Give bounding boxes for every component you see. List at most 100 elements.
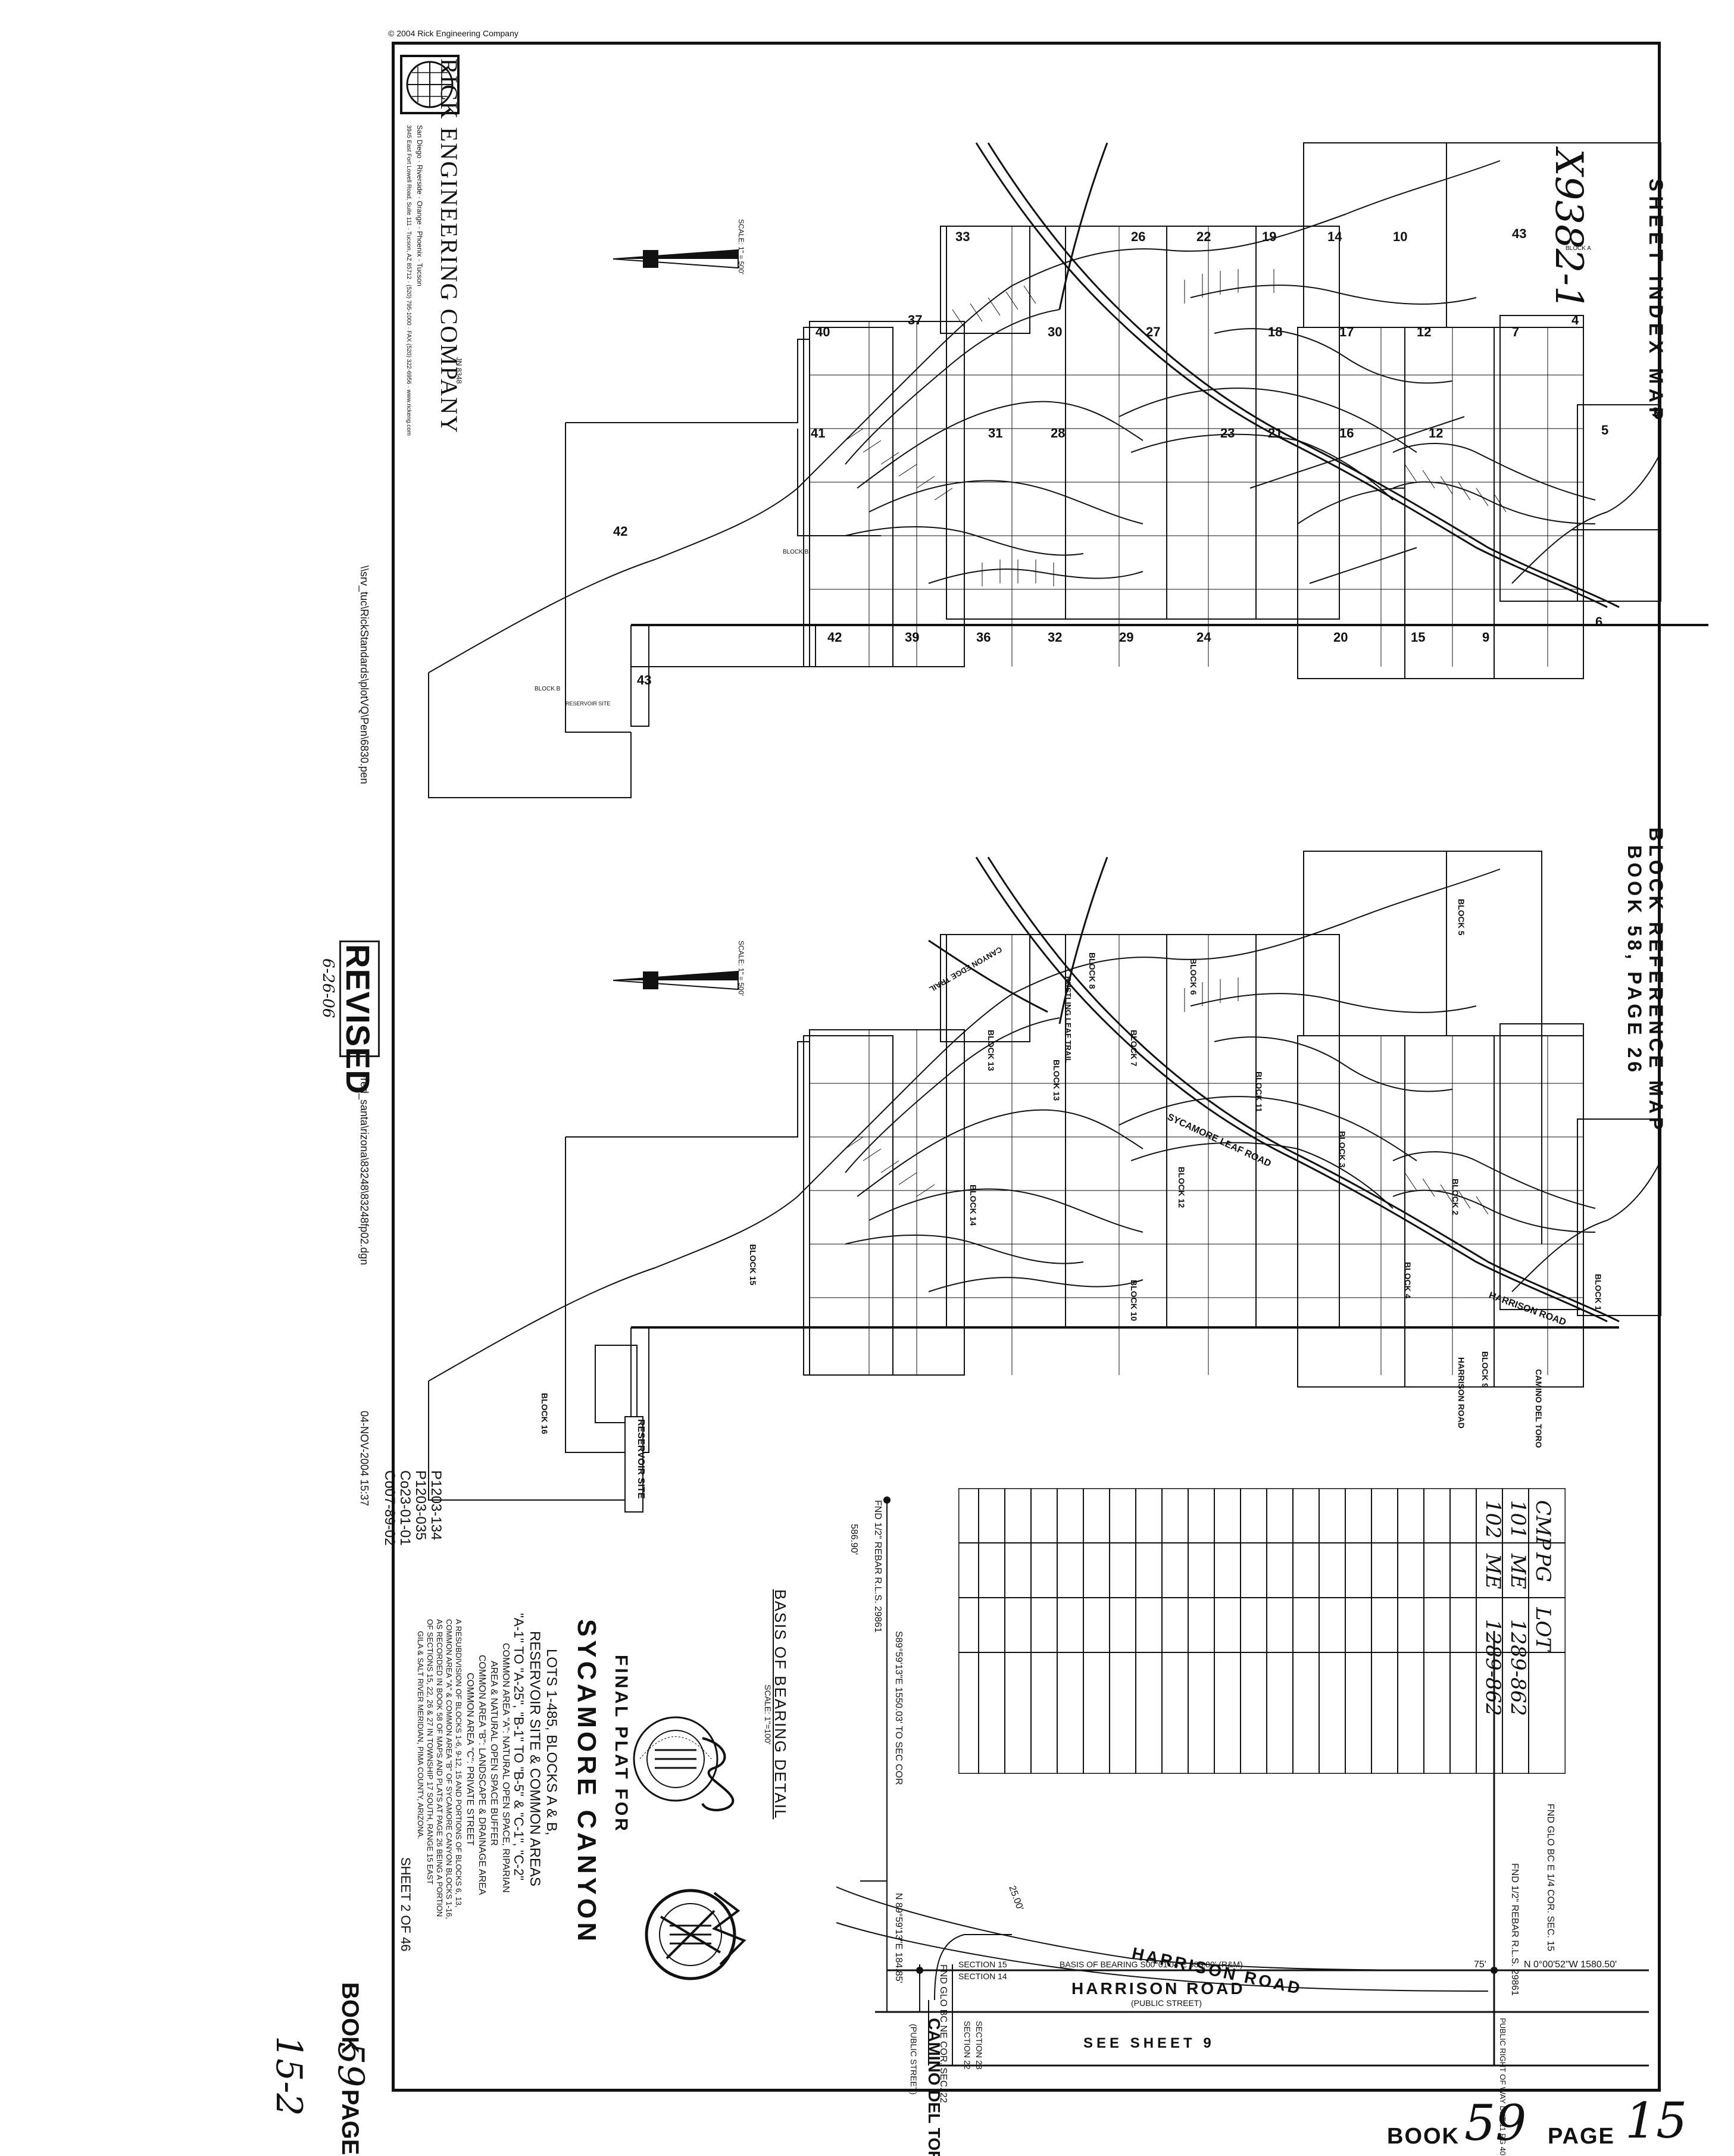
block-b-label: BLOCK B [783, 549, 809, 555]
block-label: BLOCK 16 [540, 1393, 549, 1434]
block-label: BLOCK 13 [1052, 1060, 1061, 1101]
plat-desc: A RESUBDIVISION OF BLOCKS 1-6, 9-12, 15 … [454, 1619, 463, 1908]
sheet-number-label: 32 [1048, 630, 1062, 645]
case-number: Co23-01-01 [397, 1470, 413, 1546]
block-label: BLOCK 2 [1451, 1179, 1460, 1216]
sheet-number-label: 42 [613, 524, 627, 539]
fnd-glo-2: FND GLO BC E 1/4 COR. SEC. 15 [1545, 1804, 1555, 1951]
sheet-number-label: 10 [1393, 229, 1407, 244]
plat-desc: GILA & SALT RIVER MERIDIAN, PIMA COUNTY,… [416, 1631, 425, 1839]
signature-icon [702, 1887, 756, 1970]
sheet-number-label: 33 [955, 229, 970, 244]
sheet-number-label: 6 [1595, 614, 1602, 629]
block-label: BLOCK 8 [1088, 952, 1097, 989]
sheet-number-label: 3 [1652, 405, 1659, 420]
see-sheet: SEE SHEET 9 [1083, 2035, 1215, 2051]
basis-line-label: BASIS OF BEARING S00°01'04"E 983.80' (R&… [1060, 1960, 1243, 1969]
plat-title-line4: RESERVOIR SITE & COMMON AREAS [527, 1631, 543, 1886]
dist-1: 586.90' [849, 1524, 859, 1555]
sheet-number-label: 37 [908, 313, 922, 327]
block-label: BLOCK 4 [1403, 1262, 1413, 1299]
sheet-number-label: 43 [1512, 226, 1526, 241]
sheet-number-label: 7 [1512, 324, 1519, 339]
block-label: BLOCK 6 [1189, 958, 1198, 995]
case-number: Co07-89-02 [382, 1470, 398, 1546]
harrison-road-lower: HARRISON ROAD [1071, 1979, 1245, 1998]
sheet-number-label: 30 [1048, 324, 1062, 339]
bearing-2: N 89°59'13"E 184.85' [893, 1893, 904, 1983]
sheet-number-label: 19 [1262, 229, 1276, 244]
section-14: SECTION 14 [958, 1971, 1007, 1981]
block-label: BLOCK 10 [1129, 1280, 1139, 1321]
sheet-number-label: 43 [637, 673, 651, 688]
fnd-rebar-2: FND 1/2" REBAR R.L.S. 29861 [1510, 1863, 1520, 1996]
block-label: BLOCK 9 [1480, 1351, 1490, 1388]
firm-logo-icon [400, 55, 460, 114]
sheet-number-label: 16 [1339, 426, 1354, 440]
sheet-number-label: 36 [976, 630, 991, 645]
surveyor-seal-icon [643, 1887, 738, 1982]
fnd-glo-1: FND GLO BC NE COR. SEC. 22 [938, 1964, 948, 2103]
sheet-number-label: 29 [1119, 630, 1133, 645]
page-label-rotated: PAGE [337, 2089, 363, 2155]
block-label: BLOCK 14 [968, 1185, 978, 1226]
sheet-number-label: 12 [1417, 324, 1431, 339]
bottom-reservoir-label: RESERVOIR SITE [636, 1419, 646, 1499]
sheet-number-label: 17 [1339, 324, 1354, 339]
north-arrow-icon [607, 960, 744, 1001]
plat-desc: AREA & NATURAL OPEN SPACE BUFFER [489, 1661, 499, 1846]
north-arrow-icon [607, 238, 744, 280]
block-b-label-2: BLOCK B [535, 686, 561, 692]
case-number: P1203-134 [428, 1470, 444, 1541]
sheet-number-label: 40 [816, 324, 830, 339]
plat-desc: OF SECTIONS 15, 22, 26 & 27 IN TOWNSHIP … [426, 1619, 435, 1885]
sheet-number-label: 39 [905, 630, 919, 645]
plat-desc: AS RECORDED IN BOOK 58 OF MAPS AND PLATS… [435, 1619, 444, 1917]
sheet-number-label: 27 [1146, 324, 1160, 339]
sheet-number: SHEET 2 OF 46 [398, 1857, 413, 1952]
plat-desc: COMMON AREA "A": NATURAL OPEN SPACE, RIP… [501, 1643, 511, 1893]
plat-title-line1: FINAL PLAT FOR [611, 1655, 631, 1833]
plat-desc: COMMON AREA "C": PRIVATE STREET [465, 1673, 475, 1846]
plat-title-line3: LOTS 1-485, BLOCKS A & B, [543, 1649, 560, 1836]
sheet-number-label: 24 [1196, 630, 1211, 645]
block-label: BLOCK 5 [1457, 899, 1466, 936]
case-number: P1203-035 [413, 1470, 429, 1541]
footer-book-label: BOOK [1387, 2124, 1460, 2149]
bearing-1: S89°59'13"E 1550.03' TO SEC COR [893, 1631, 904, 1785]
sheet-number-label: 41 [811, 426, 825, 440]
sheet-number-label: 26 [1131, 229, 1145, 244]
sheet-number-label: 18 [1268, 324, 1282, 339]
sheet-number-label: 22 [1196, 229, 1211, 244]
bearing-3: N 0°00'52"W 1580.50' [1524, 1960, 1617, 1970]
plat-title-line5: "A-1" TO "A-25", "B-1" TO "B-5" & "C-1",… [511, 1613, 526, 1881]
block-label: BLOCK 12 [1177, 1167, 1186, 1208]
road-label: RUSTLING LEAF TRAIL [1064, 976, 1073, 1063]
sheet-border [392, 42, 1661, 2092]
block-label: BLOCK 15 [748, 1244, 758, 1285]
engineer-seal-icon [631, 1714, 720, 1804]
block-label: BLOCK 3 [1338, 1131, 1347, 1168]
block-label: BLOCK 1 [1594, 1274, 1603, 1311]
sheet-number-label: 14 [1327, 229, 1342, 244]
book-number-rotated: 59 [330, 2042, 371, 2088]
dim-75: 75' [1474, 1960, 1486, 1970]
fnd-rebar-1: FND 1/2" REBAR R.L.S. 29861 [873, 1500, 883, 1633]
camino-del-toro: CAMINO DEL TORO [925, 2018, 943, 2156]
revised-stamp [339, 940, 380, 1057]
page-number-rotated: 15-2 [268, 2036, 310, 2116]
camino-public-street: (PUBLIC STREET) [909, 2024, 918, 2095]
block-a-label: BLOCK A [1566, 245, 1591, 252]
sheet-number-label: 42 [827, 630, 842, 645]
section-15: SECTION 15 [958, 1960, 1007, 1969]
plat-title-line2: SYCAMORE CANYON [572, 1619, 601, 1945]
basis-detail-scale: SCALE: 1"=100' [763, 1685, 773, 1745]
sheet-number-label: 20 [1333, 630, 1348, 645]
sheet-number-label: 4 [1571, 313, 1579, 327]
sheet-number-label: 31 [988, 426, 1002, 440]
signature-icon [691, 1732, 744, 1821]
top-reservoir-label: RESERVOIR SITE [565, 701, 610, 707]
